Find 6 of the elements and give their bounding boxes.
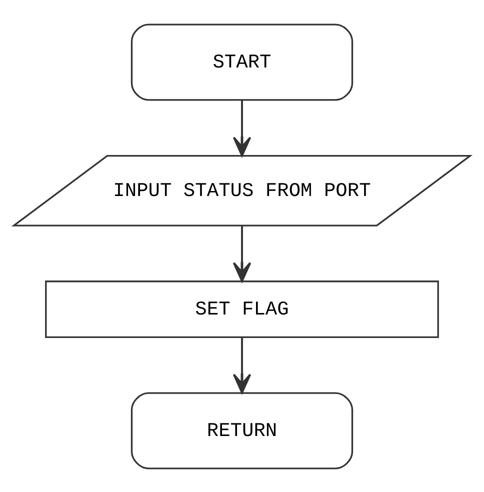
node-box: SET FLAG: [45, 280, 439, 338]
arrow: [232, 225, 252, 282]
arrow: [232, 337, 252, 394]
node-box: START: [130, 23, 354, 100]
node-box: RETURN: [130, 392, 354, 469]
arrow: [232, 100, 252, 156]
